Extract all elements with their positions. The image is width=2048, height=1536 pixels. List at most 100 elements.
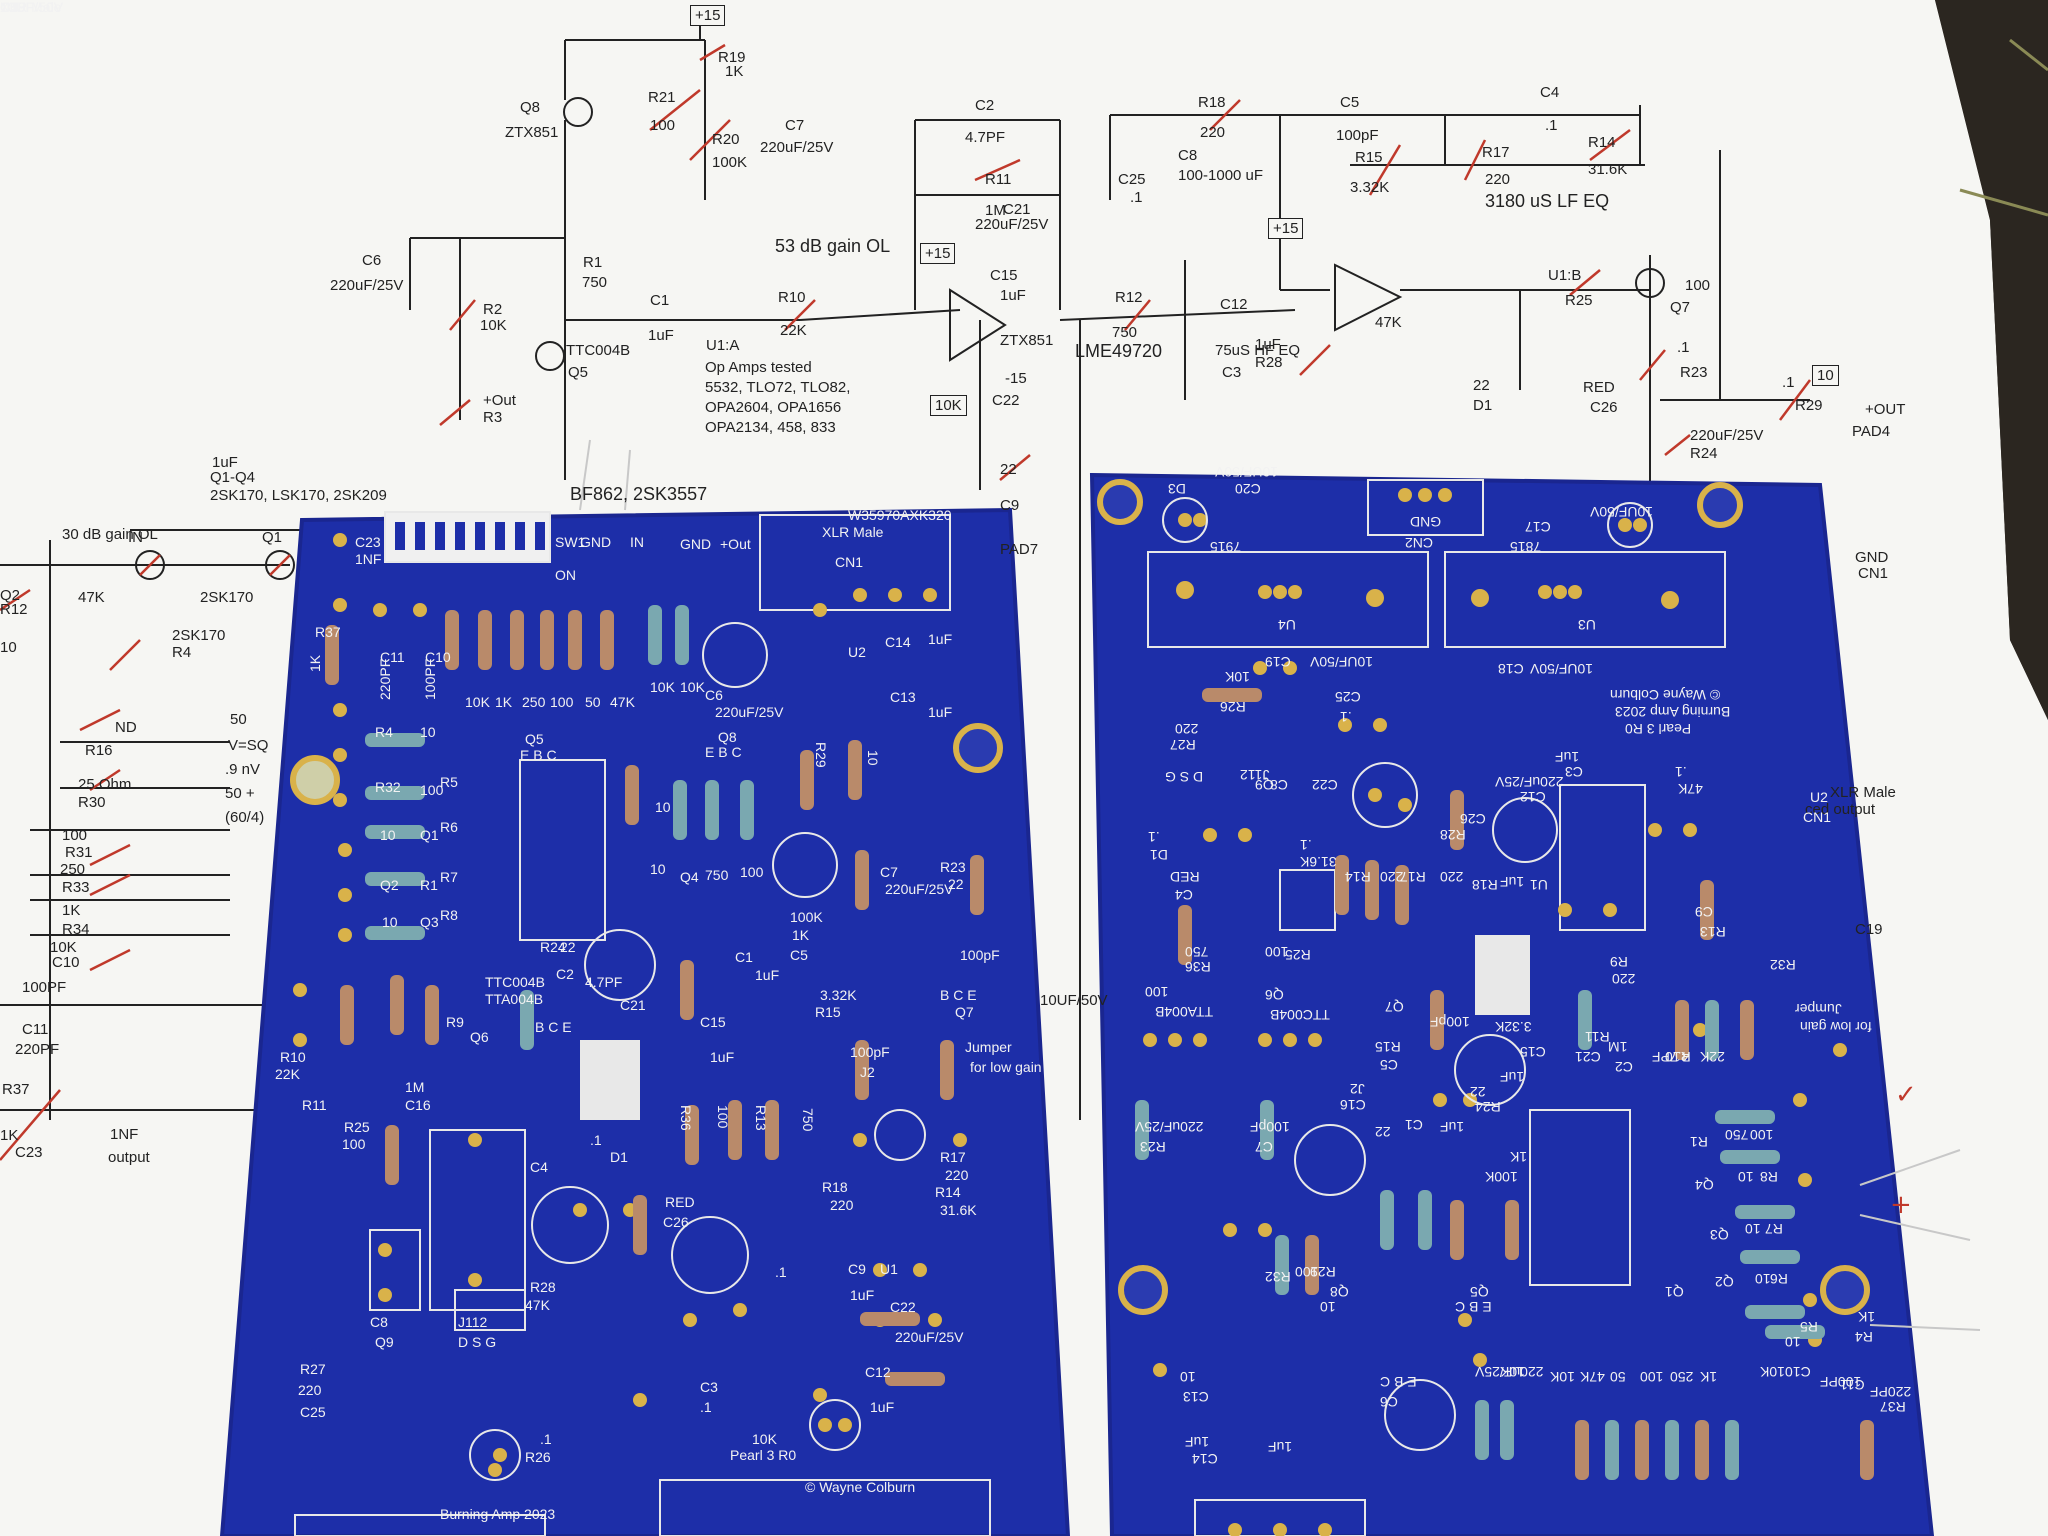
left-pcb-silkscreen-label: R37 [315, 624, 341, 640]
right-pcb-silkscreen-label: for low gain [1800, 1019, 1872, 1035]
left-pcb-silkscreen-label: C19 [0, 0, 26, 15]
schematic-label: 750 [582, 274, 608, 291]
right-pcb-silkscreen-label: R13 [1700, 924, 1726, 940]
schematic-label: 1NF [110, 1126, 139, 1143]
right-pcb-resistors [1135, 688, 1874, 1480]
right-pcb-silkscreen-label: D S G [1165, 769, 1204, 785]
left-pcb-silkscreen-label: C22 [890, 1299, 916, 1315]
right-pcb-silkscreen-label: C1 [1405, 1117, 1423, 1133]
left-pcb-silkscreen-label: R11 [302, 1097, 327, 1113]
left-pcb-silkscreen-label: Q4 [680, 869, 699, 885]
left-pcb-silkscreen-label: 4.7PF [585, 974, 623, 990]
left-pcb-silkscreen-label: U4 [0, 0, 18, 15]
right-pcb-silkscreen-label: CN1 [1803, 809, 1832, 825]
schematic-label: Q5 [568, 364, 589, 381]
left-pcb-silkscreen-label: IN [630, 534, 644, 550]
left-pcb-silkscreen-label: E B C [705, 744, 742, 760]
left-pcb-silkscreen-label: © Wayne Colburn [805, 1479, 916, 1495]
left-pcb-silkscreen-label: 220uF/25V [885, 881, 954, 897]
right-pcb-silkscreen-label: 750 [1185, 944, 1209, 960]
schematic-label: U1:B [1548, 267, 1582, 284]
right-pcb-silkscreen-label: 220 [1440, 869, 1464, 885]
right-pcb-silkscreen-label: R4 [1855, 1329, 1873, 1345]
right-pcb-silkscreen-label: D3 [1168, 481, 1186, 497]
opamp-socket-right [1475, 935, 1530, 1015]
schematic-label: 1K [0, 1127, 19, 1144]
right-pcb-silkscreen-label: 7915 [1210, 539, 1242, 555]
schematic-label: 50 + [225, 785, 255, 802]
schematic-label: R3 [483, 409, 503, 426]
left-pcb-silkscreen-label: C11 [380, 649, 405, 665]
right-pcb-silkscreen-label: XLR Male [0, 0, 62, 15]
schematic-label: 22 [1473, 377, 1490, 394]
right-pcb-silkscreen-label: C6 [1380, 1394, 1398, 1410]
schematic-label: +Out [483, 392, 516, 409]
left-pcb-silkscreen-label: R7 [440, 869, 458, 885]
left-pcb-silkscreen-label: +Out [720, 536, 751, 552]
schematic-label: Q1 [262, 529, 283, 546]
right-pcb-silkscreen-label: .1 [1340, 709, 1352, 725]
schematic-label: R16 [85, 742, 113, 759]
right-pcb-silkscreen-label: R15 [1375, 1039, 1401, 1055]
left-pcb-silkscreen-label: 100 [342, 1136, 366, 1152]
left-pcb-silkscreen-label: CN1 [835, 554, 864, 570]
right-pcb-silkscreen-label: C17 [1525, 519, 1551, 535]
left-pcb-silkscreen-label: R15 [815, 1004, 841, 1020]
schematic-label: C25 [1118, 171, 1146, 188]
schematic-label: C4 [1540, 84, 1560, 101]
right-pcb-silkscreen-label: 1uF [1555, 749, 1580, 765]
right-pcb-silkscreen-label: C13 [1183, 1389, 1209, 1405]
right-pcb-silkscreen-label: C2 [1615, 1059, 1633, 1075]
schematic-label: C22 [992, 392, 1020, 409]
right-pcb-silkscreen-label: Q6 [1265, 987, 1284, 1003]
schematic-label: R33 [62, 879, 90, 896]
right-pcb-silkscreen-label: 10K [1550, 1369, 1575, 1385]
schematic-label: R20 [712, 131, 740, 148]
right-pcb-silkscreen-label: 10 [1180, 1369, 1196, 1385]
left-pcb-silkscreen-label: R25 [344, 1119, 370, 1135]
right-pcb-silkscreen-label: Q1 [1665, 1284, 1684, 1300]
right-pcb-silkscreen-label: 1uF [1500, 874, 1525, 890]
left-pcb-silkscreen-label: C5 [790, 947, 808, 963]
schematic-label: 220uF/25V [1690, 427, 1764, 444]
schematic-label: C5 [1340, 94, 1360, 111]
right-pcb-silkscreen-label: U3 [1578, 617, 1596, 633]
left-pcb-silkscreen-label: 10 [865, 750, 881, 766]
left-pcb-silkscreen-label: R26 [525, 1449, 551, 1465]
schematic-label: PAD4 [1852, 423, 1891, 440]
schematic-label: R14 [1588, 134, 1616, 151]
left-pcb-silkscreen-label: 100pF [960, 947, 1000, 963]
schematic-label: ZTX851 [1000, 332, 1054, 349]
schematic-label: R29 [1795, 397, 1823, 414]
left-pcb-silkscreen-label: 31.6K [940, 1202, 977, 1218]
left-pcb-silkscreen-label: 10 [380, 827, 396, 843]
schematic-label: BF862, 2SK3557 [570, 484, 708, 504]
right-pcb-silkscreen-label: 10 [1320, 1299, 1336, 1315]
left-pcb-silkscreen-label: 10 [420, 724, 436, 740]
schematic-label: 10K [480, 317, 507, 334]
schematic-label: 3180 uS LF EQ [1485, 191, 1610, 211]
left-pcb-silkscreen-label: U3 [0, 0, 18, 15]
right-pcb-silkscreen-label: Q4 [1695, 1177, 1714, 1193]
right-pcb-silkscreen-label: 1K [1510, 1149, 1528, 1165]
schematic-label: .9 nV [225, 761, 261, 778]
right-pcb-silkscreen-label: .1 [1148, 829, 1160, 845]
schematic-label: 22K [780, 322, 807, 339]
schematic-label: ZTX851 [505, 124, 559, 141]
schematic-label: R19 [718, 49, 746, 66]
left-pcb-silkscreen-label: 22K [275, 1066, 300, 1082]
schematic-label: OPA2604, OPA1656 [705, 399, 842, 416]
left-pcb-silkscreen-label: C1 [735, 949, 753, 965]
schematic-label: output [108, 1149, 150, 1166]
schematic-label: (60/4) [225, 809, 265, 826]
left-pcb-silkscreen-label: 220 [298, 1382, 322, 1398]
left-pcb-silkscreen-label: TTC004B [485, 974, 545, 990]
right-pcb-silkscreen-label: 100pF [1430, 1014, 1470, 1030]
left-pcb-silkscreen-label: 10K [752, 1431, 777, 1447]
schematic-label: C26 [1590, 399, 1618, 416]
right-pcb-silkscreen-label: R32 [1770, 957, 1796, 973]
schematic-label: C1 [650, 292, 670, 309]
right-pcb-silkscreen-label: TTA004B [1155, 1004, 1214, 1020]
right-pcb-silkscreen-label: Q5 [1470, 1284, 1489, 1300]
schematic-label: 1uF [1255, 336, 1281, 353]
